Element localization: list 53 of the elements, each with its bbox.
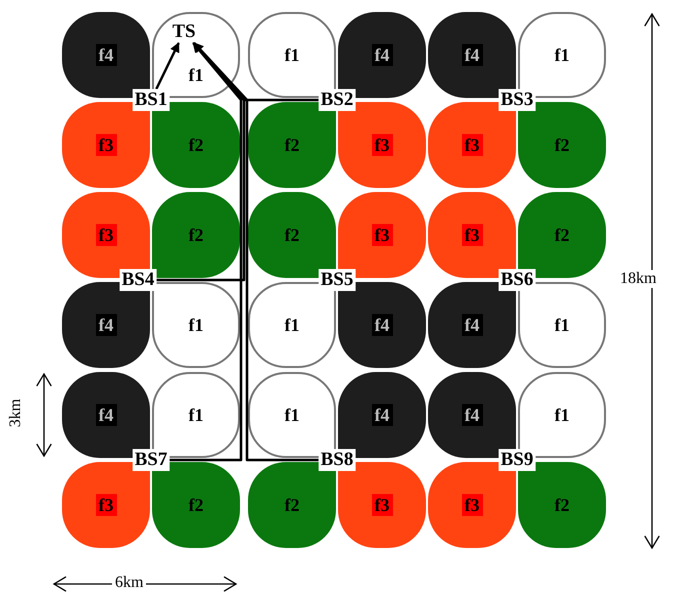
frequency-label: f4	[462, 404, 482, 426]
frequency-label: f4	[96, 314, 116, 336]
frequency-label: f2	[284, 224, 300, 246]
frequency-label: f4	[372, 44, 392, 66]
frequency-label: f2	[554, 494, 570, 516]
frequency-label: f1	[284, 44, 300, 66]
frequency-label: f1	[554, 314, 570, 336]
frequency-label: f2	[284, 134, 300, 156]
base-station-label: BS3	[498, 89, 536, 111]
link-arrow	[193, 42, 319, 462]
frequency-label: f1	[188, 404, 204, 426]
frequency-label: f4	[372, 404, 392, 426]
link-arrow	[155, 42, 180, 90]
frequency-label: f4	[96, 44, 116, 66]
base-station-label: BS2	[318, 89, 356, 111]
frequency-label: f3	[96, 494, 116, 516]
frequency-label: f3	[372, 494, 392, 516]
frequency-label: f3	[462, 494, 482, 516]
frequency-label: f2	[188, 134, 204, 156]
frequency-label: f1	[188, 64, 204, 86]
dimension-label: 18km	[620, 270, 656, 288]
base-station-label: BS8	[318, 449, 356, 471]
frequency-label: f2	[188, 224, 204, 246]
frequency-label: f1	[284, 404, 300, 426]
link-arrow	[169, 42, 242, 462]
frequency-label: f1	[284, 314, 300, 336]
dimension-label: 3km	[7, 398, 26, 428]
cell-coverage-area	[152, 282, 240, 368]
frequency-label: f4	[372, 314, 392, 336]
base-station-label: BS6	[498, 269, 536, 291]
frequency-label: f4	[462, 314, 482, 336]
frequency-label: f1	[554, 404, 570, 426]
frequency-label: f1	[188, 314, 204, 336]
frequency-label: f2	[554, 134, 570, 156]
frequency-label: f2	[284, 494, 300, 516]
frequency-label: f1	[554, 44, 570, 66]
frequency-label: f4	[462, 44, 482, 66]
frequency-label: f3	[96, 134, 116, 156]
base-station-label: BS9	[498, 449, 536, 471]
frequency-label: f3	[462, 224, 482, 246]
cell-coverage-area	[152, 192, 240, 278]
base-station-label: BS7	[132, 449, 170, 471]
frequency-label: f3	[462, 134, 482, 156]
terminal-station-label: TS	[170, 21, 198, 43]
frequency-label: f4	[96, 404, 116, 426]
base-station-label: BS5	[318, 269, 356, 291]
frequency-label: f3	[96, 224, 116, 246]
frequency-label: f3	[372, 134, 392, 156]
frequency-label: f3	[372, 224, 392, 246]
frequency-label: f2	[554, 224, 570, 246]
base-station-label: BS1	[132, 89, 170, 111]
base-station-label: BS4	[120, 269, 156, 291]
frequency-label: f2	[188, 494, 204, 516]
